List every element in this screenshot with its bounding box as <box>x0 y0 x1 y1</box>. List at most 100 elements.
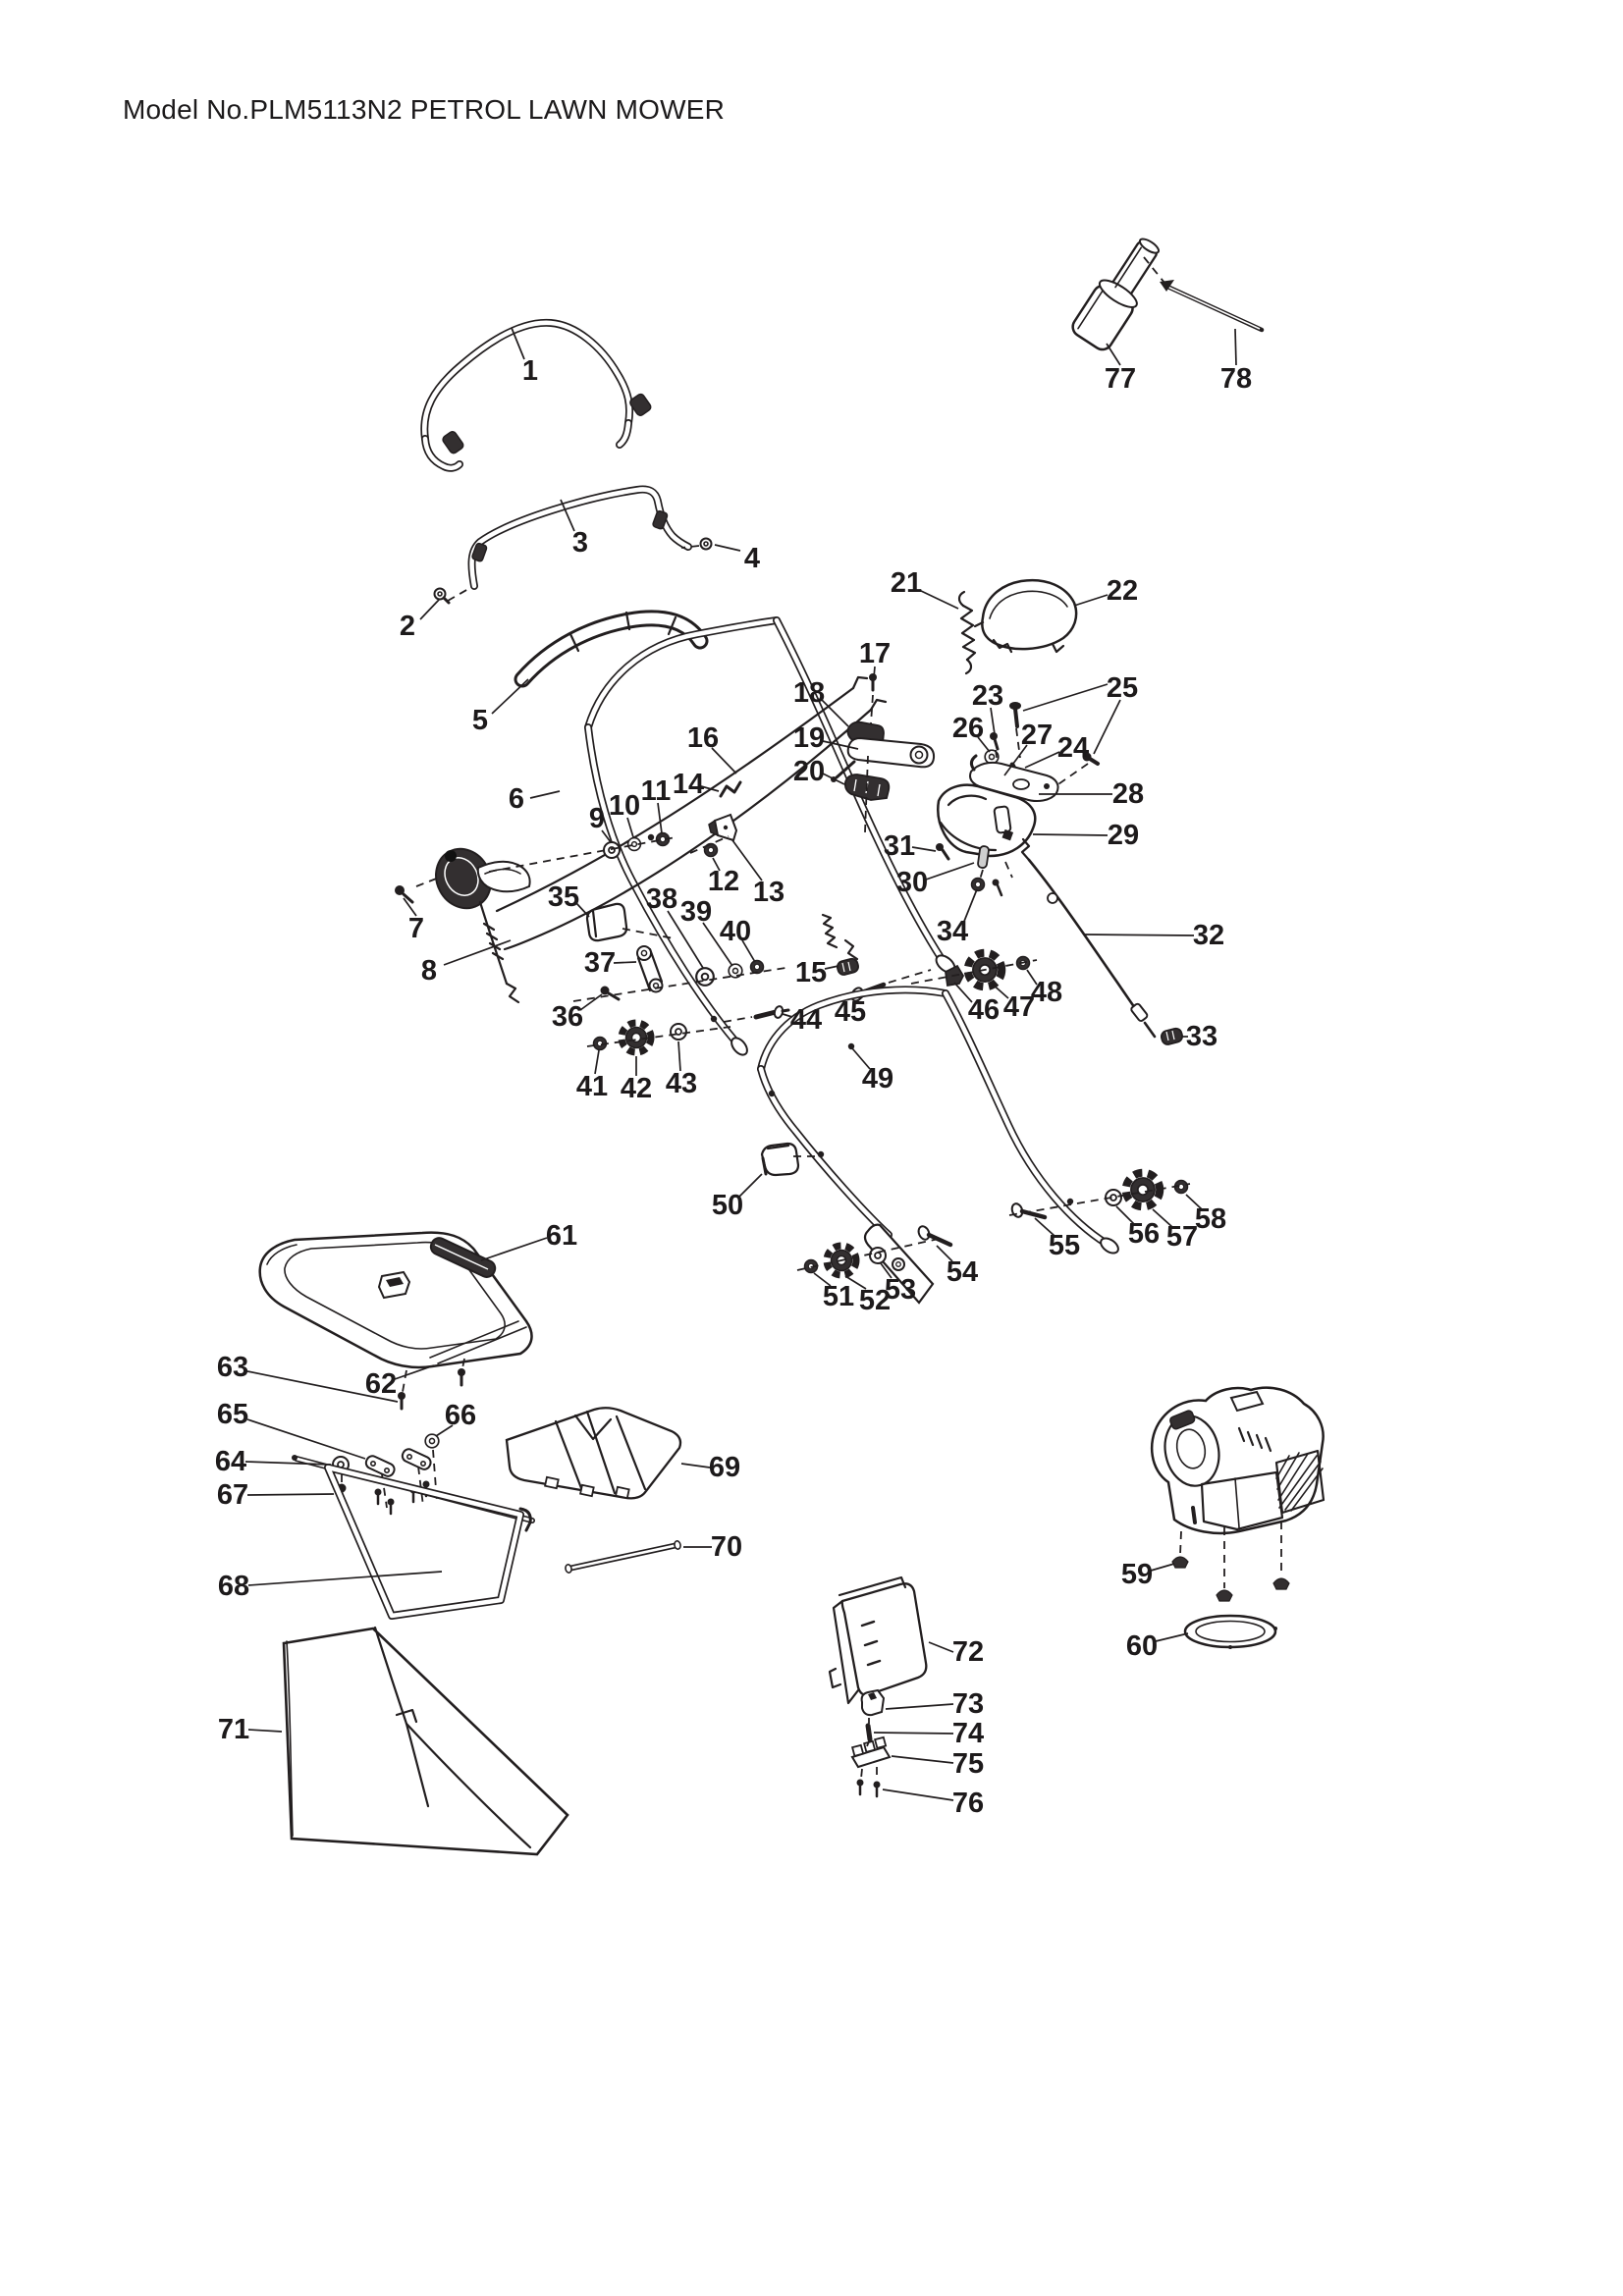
part-label-44: 44 <box>790 1004 822 1036</box>
leader-line-8 <box>443 939 512 966</box>
lower-handle-frame <box>757 986 1119 1305</box>
link-37 <box>636 945 664 993</box>
part-label-11: 11 <box>641 775 672 807</box>
leader-line-26 <box>977 736 991 753</box>
bolt-2 <box>433 587 451 605</box>
leader-line-13 <box>731 839 763 881</box>
leader-line-77 <box>1106 343 1121 366</box>
drive-cable-32 <box>1020 837 1157 1039</box>
part-label-31: 31 <box>884 830 915 862</box>
leader-line-29 <box>1032 833 1109 836</box>
bag-lid-69 <box>505 1407 682 1500</box>
leader-line-25 <box>1093 699 1121 755</box>
part-label-77: 77 <box>1105 363 1136 395</box>
assembly-line-44 <box>723 1016 753 1023</box>
part-label-74: 74 <box>952 1718 984 1749</box>
bolt-7 <box>395 885 414 904</box>
cable-bracket-29 <box>937 783 1037 858</box>
assembly-line-17a <box>870 694 874 724</box>
bolt-44 <box>753 1005 790 1020</box>
part-label-72: 72 <box>952 1636 984 1668</box>
gasket-60 <box>1183 1614 1277 1649</box>
control-cables <box>495 675 888 961</box>
assembly-line-77-78 <box>1143 256 1165 284</box>
leader-line-61 <box>480 1237 548 1261</box>
assembly-line-35 <box>622 928 675 939</box>
part-label-9: 9 <box>589 803 605 834</box>
leader-line-44 <box>782 1013 793 1018</box>
assembly-line-7 <box>415 877 440 887</box>
cover-strip-61 <box>429 1237 497 1278</box>
part-label-59: 59 <box>1121 1559 1153 1590</box>
leader-line-50 <box>738 1173 763 1198</box>
assembly-line-12-13 <box>689 835 730 854</box>
part-label-52: 52 <box>859 1285 891 1316</box>
leader-line-59 <box>1150 1563 1175 1572</box>
bracket-75 <box>850 1735 892 1769</box>
assembly-line-25a <box>1015 727 1021 759</box>
part-label-24: 24 <box>1057 732 1089 764</box>
part-label-68: 68 <box>218 1571 249 1602</box>
leader-line-71 <box>247 1729 283 1733</box>
assembly-line-9-11 <box>488 836 676 873</box>
throttle-lever <box>476 860 531 893</box>
part-label-58: 58 <box>1195 1203 1226 1235</box>
leader-line-60 <box>1155 1632 1189 1642</box>
part-label-65: 65 <box>217 1399 248 1430</box>
leader-line-22 <box>1073 594 1109 607</box>
assembly-line-74 <box>866 1740 870 1747</box>
part-label-76: 76 <box>952 1788 984 1819</box>
screws-76 <box>856 1779 881 1798</box>
part-label-37: 37 <box>584 947 616 979</box>
part-label-45: 45 <box>835 996 866 1028</box>
assembly-line-29 <box>1004 861 1013 879</box>
part-label-25: 25 <box>1107 672 1138 704</box>
part-label-67: 67 <box>217 1479 248 1511</box>
bag-frame-68 <box>292 1455 535 1620</box>
leader-line-58 <box>1185 1194 1203 1210</box>
hook-14 <box>719 780 742 798</box>
part-label-46: 46 <box>968 994 1000 1026</box>
plates-65 <box>364 1448 432 1477</box>
bolt-25b <box>1082 752 1100 766</box>
part-label-4: 4 <box>744 543 760 574</box>
part-label-60: 60 <box>1126 1630 1158 1662</box>
leader-line-73 <box>885 1703 954 1710</box>
cable-adjuster-13 <box>708 813 738 842</box>
leader-line-24 <box>1024 751 1060 769</box>
part-label-51: 51 <box>823 1281 854 1312</box>
assembly-line-45 <box>888 969 932 984</box>
handle-support-bar <box>467 485 692 590</box>
part-label-7: 7 <box>408 913 424 944</box>
leader-line-48 <box>1026 969 1038 986</box>
part-label-38: 38 <box>646 883 677 915</box>
leader-line-43 <box>677 1041 681 1072</box>
part-label-78: 78 <box>1220 363 1252 395</box>
leader-line-69 <box>680 1463 711 1468</box>
leader-line-35 <box>575 902 590 918</box>
pin-74 <box>865 1723 873 1742</box>
leader-line-67 <box>246 1493 335 1496</box>
part-label-40: 40 <box>720 916 751 947</box>
part-label-28: 28 <box>1112 778 1144 810</box>
leader-line-10 <box>626 817 634 838</box>
part-label-69: 69 <box>709 1452 740 1483</box>
leader-line-30 <box>925 862 975 881</box>
part-label-48: 48 <box>1031 977 1062 1008</box>
leader-line-2 <box>419 599 440 620</box>
screw-23 <box>990 732 1000 751</box>
leader-line-41 <box>594 1049 600 1075</box>
part-label-53: 53 <box>885 1274 916 1306</box>
barrel-nut-15 <box>836 957 859 976</box>
assembly-line-55-58 <box>1008 1183 1191 1216</box>
part-label-18: 18 <box>793 677 825 709</box>
part-label-6: 6 <box>509 783 524 815</box>
part-label-75: 75 <box>952 1748 984 1780</box>
leader-line-74 <box>873 1732 954 1735</box>
leader-line-3 <box>560 499 575 532</box>
part-label-73: 73 <box>952 1688 984 1720</box>
starter-handle <box>1169 1410 1196 1430</box>
leader-line-1 <box>511 327 525 360</box>
leader-line-49 <box>851 1047 871 1070</box>
assembly-line-46-48 <box>910 959 1038 985</box>
